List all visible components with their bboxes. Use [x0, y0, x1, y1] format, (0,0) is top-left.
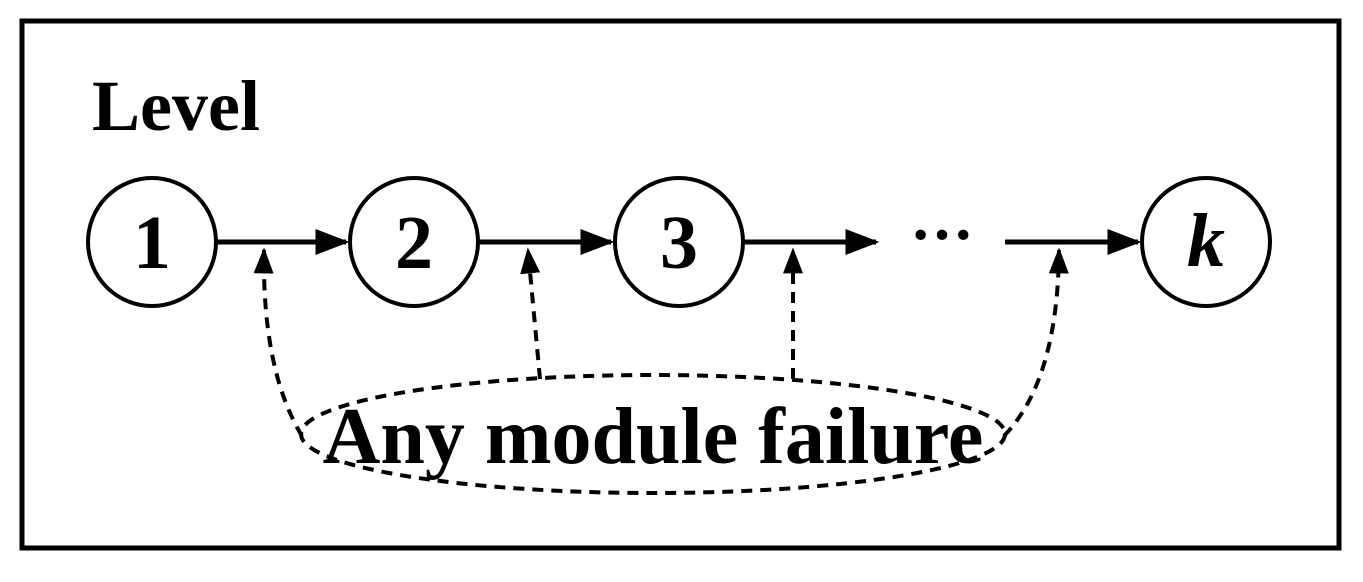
ellipsis: ··· — [910, 199, 974, 270]
node-k: k — [1140, 176, 1272, 308]
node-2-label: 2 — [395, 201, 433, 285]
node-1-label: 1 — [133, 201, 171, 285]
level-title: Level — [92, 66, 260, 146]
failure-arrow-2 — [520, 247, 542, 380]
node-3-label: 3 — [660, 201, 698, 285]
node-2: 2 — [348, 176, 480, 308]
failure-arrow-4 — [1002, 247, 1069, 438]
failure-arrow-1 — [253, 247, 304, 438]
node-3: 3 — [613, 176, 745, 308]
node-k-label: k — [1187, 199, 1225, 283]
failure-label: Any module failure — [323, 393, 984, 481]
node-1: 1 — [86, 176, 218, 308]
